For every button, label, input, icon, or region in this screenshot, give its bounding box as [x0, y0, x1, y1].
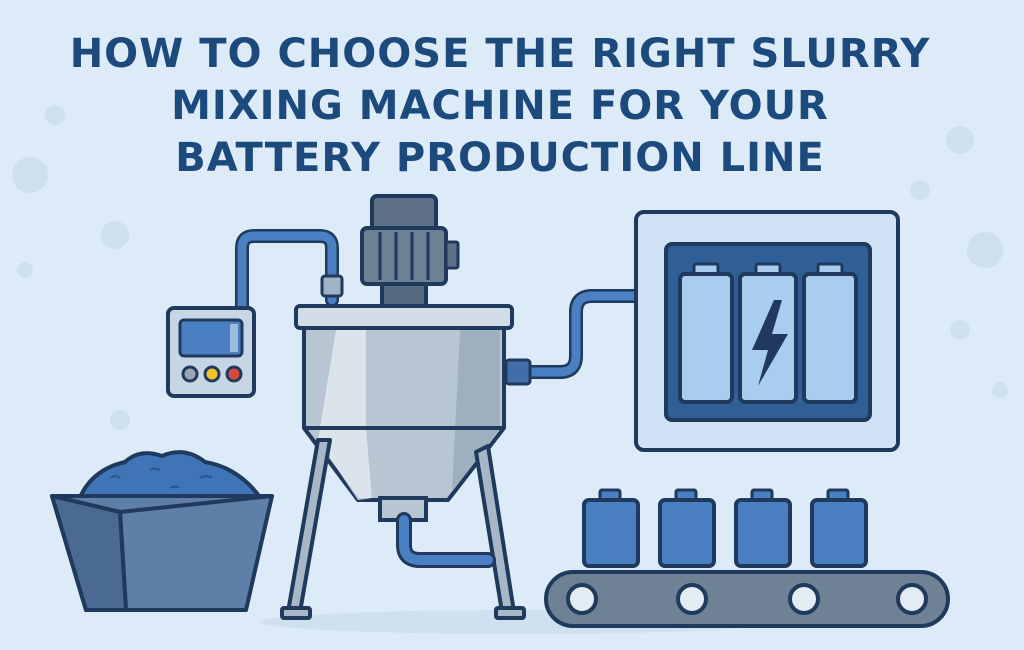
- background-bubbles: [12, 105, 1008, 430]
- battery-cell-right: [802, 262, 858, 404]
- conveyor-roller: [896, 583, 928, 615]
- powder-bin: [50, 450, 274, 612]
- battery-icon: [810, 488, 868, 568]
- conveyor-roller: [676, 583, 708, 615]
- lightning-bolt-icon: [752, 300, 788, 386]
- page-title: HOW TO CHOOSE THE RIGHT SLURRY MIXING MA…: [0, 28, 1000, 184]
- battery-display-panel: [634, 210, 900, 452]
- title-line-2: MIXING MACHINE FOR YOUR: [171, 83, 829, 129]
- control-screen: [178, 318, 244, 358]
- battery-cell-middle: [738, 262, 798, 404]
- title-line-1: HOW TO CHOOSE THE RIGHT SLURRY: [69, 31, 931, 77]
- conveyor-roller: [788, 583, 820, 615]
- indicator-light-yellow: [203, 365, 221, 383]
- control-panel: [166, 306, 256, 398]
- indicator-light-gray: [181, 365, 199, 383]
- battery-icon: [734, 488, 792, 568]
- battery-cell-left: [678, 262, 734, 404]
- conveyor-batteries: [582, 488, 868, 568]
- feed-pipe: [235, 229, 344, 315]
- title-line-3: BATTERY PRODUCTION LINE: [175, 135, 825, 181]
- conveyor-roller: [566, 583, 598, 615]
- battery-icon: [658, 488, 716, 568]
- conveyor-belt: [544, 570, 950, 628]
- mixer-motor: [360, 194, 460, 310]
- indicator-light-red: [225, 365, 243, 383]
- tank-lid: [294, 304, 514, 330]
- outlet-pipe: [396, 512, 496, 568]
- battery-icon: [582, 488, 640, 568]
- transfer-pipe: [504, 289, 647, 386]
- mixing-tank: [302, 326, 506, 522]
